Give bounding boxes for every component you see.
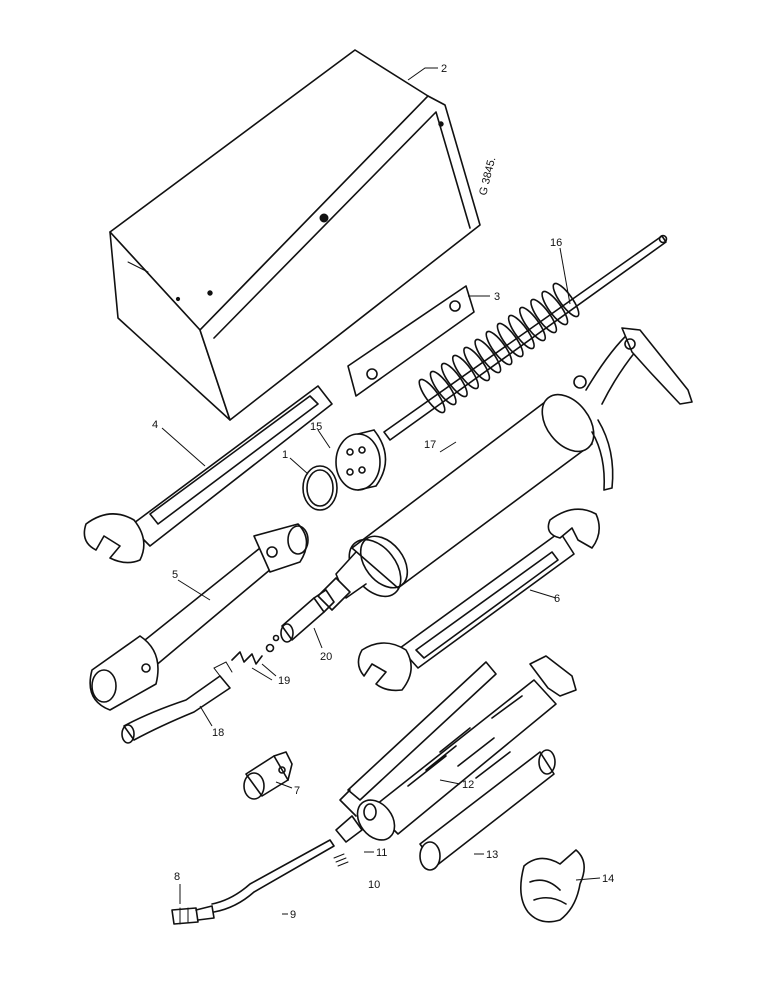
part-8-end-fitting — [171, 905, 215, 925]
part-15-piston — [335, 429, 387, 491]
spring-coil — [518, 306, 547, 342]
spring-coil — [507, 314, 535, 350]
part-19-spring-ball — [231, 634, 280, 665]
callout-labels: 2 3 16 4 15 1 17 5 6 20 19 18 7 12 11 13… — [152, 63, 614, 921]
part-2-tool-box — [109, 49, 481, 421]
part-1-ring — [302, 465, 338, 511]
leader-lines — [161, 67, 601, 915]
callout-14: 14 — [602, 873, 614, 885]
callout-18: 18 — [212, 727, 224, 739]
callout-13: 13 — [486, 849, 498, 861]
spring-coil — [496, 322, 524, 358]
part-10-seal — [333, 853, 349, 867]
spring-coil — [530, 298, 558, 334]
part-7-adaptor — [243, 751, 293, 800]
spring-coil — [429, 370, 457, 406]
callout-1: 1 — [282, 449, 288, 461]
part-13-tube — [419, 749, 556, 871]
callout-2: 2 — [441, 63, 447, 75]
part-14-coupler — [520, 849, 585, 923]
callout-11: 11 — [376, 847, 387, 859]
spring-coil — [474, 338, 502, 374]
callout-7: 7 — [294, 785, 300, 797]
part-18-tube — [121, 661, 233, 744]
callout-10: 10 — [368, 879, 380, 891]
part-6-wrench — [357, 508, 600, 692]
callout-17: 17 — [424, 439, 436, 451]
drawing-code: G 3845. — [477, 156, 498, 197]
callout-8: 8 — [174, 871, 180, 883]
spring-coil — [418, 378, 446, 414]
callout-3: 3 — [494, 291, 500, 303]
part-4-wrench — [83, 385, 333, 564]
callout-12: 12 — [462, 779, 474, 791]
part-9-hose — [211, 839, 335, 913]
spring-coil — [451, 354, 480, 390]
spring-coil — [485, 330, 513, 366]
part-16-spring-rod — [383, 234, 668, 441]
callout-5: 5 — [172, 569, 178, 581]
callout-4: 4 — [152, 419, 158, 431]
callout-6: 6 — [554, 593, 560, 605]
part-20-nozzle — [280, 589, 335, 643]
part-17-grease-gun — [317, 327, 693, 611]
spring-coil — [552, 282, 580, 318]
part-3-plate — [347, 285, 475, 397]
spring-coil — [541, 290, 569, 326]
callout-15: 15 — [310, 421, 322, 433]
part-12-grease-gun — [339, 655, 577, 841]
callout-9: 9 — [290, 909, 296, 921]
callout-19: 19 — [278, 675, 290, 687]
callout-20: 20 — [320, 651, 332, 663]
spring-coil — [440, 362, 468, 398]
spring-coil — [463, 346, 491, 382]
part-11-connector — [335, 815, 363, 843]
part-5-box-spanner — [89, 523, 309, 711]
callout-16: 16 — [550, 237, 562, 249]
